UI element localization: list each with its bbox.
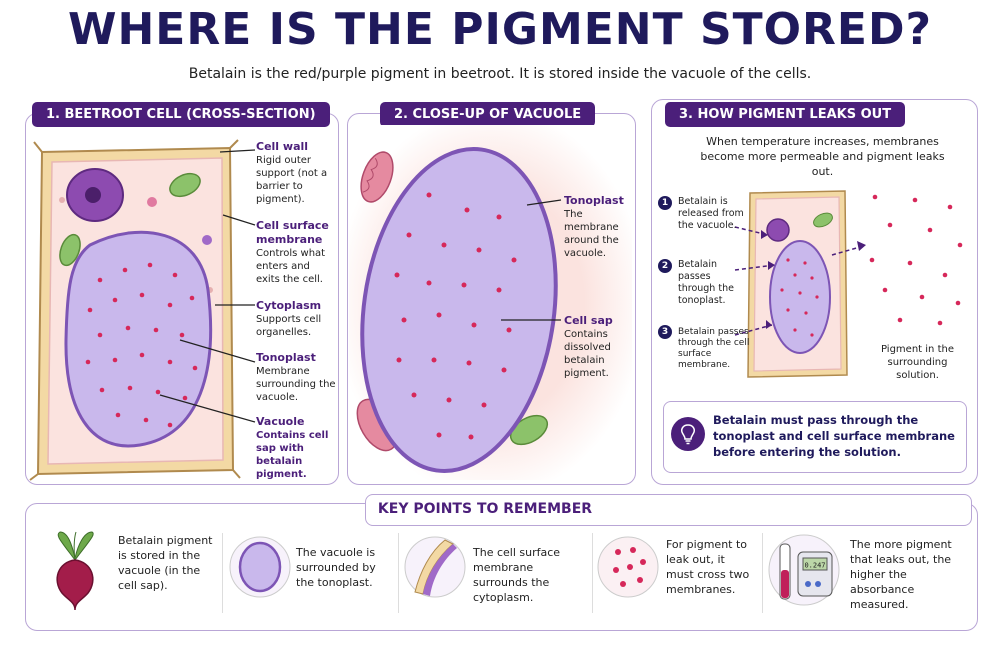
step-2-text: Betalain passes through the tonoplast. [678, 259, 734, 306]
closeup-pigment-dots [394, 192, 517, 440]
p3-intro: When temperature increases, membranes be… [700, 135, 945, 178]
kp-3-text: The cell surface membrane surrounds the … [473, 546, 561, 604]
lightbulb-icon [671, 417, 705, 451]
panel-3-badge: 3. HOW PIGMENT LEAKS OUT [665, 102, 906, 127]
step-3-number: 3 [658, 325, 672, 339]
panel-2-badge: 2. CLOSE-UP OF VACUOLE [380, 102, 596, 127]
key-points-title: KEY POINTS TO REMEMBER [377, 501, 593, 517]
step-3-text: Betalain passes through the cell surface… [678, 327, 750, 370]
beetroot-icon [56, 531, 94, 611]
kp-2-text: The vacuole is surrounded by the tonopla… [296, 546, 376, 589]
kp-divider [398, 533, 399, 613]
kp-1-text: Betalain pigment is stored in the vacuol… [118, 534, 213, 592]
step-1-number: 1 [658, 196, 672, 210]
kp-4-text: For pigment to leak out, it must cross t… [666, 538, 750, 596]
solution-label: Pigment in the surrounding solution. [881, 344, 954, 381]
note-text: Betalain must pass through the tonoplast… [713, 413, 955, 459]
membrane-icon [404, 536, 466, 598]
panel-1-badge: 1. BEETROOT CELL (CROSS-SECTION) [32, 102, 330, 127]
vacuole-closeup-diagram [349, 125, 632, 480]
step-1-text: Betalain is released from the vacuole. [678, 196, 744, 231]
pigment-dots-icon [597, 536, 659, 598]
note-box [663, 401, 967, 473]
page-subtitle: Betalain is the red/purple pigment in be… [188, 66, 812, 82]
kp-5-text: The more pigment that leaks out, the hig… [850, 538, 952, 611]
page-title: WHERE IS THE PIGMENT STORED? [67, 4, 933, 55]
kp-divider [222, 533, 223, 613]
colorimeter-icon: 0.247 [768, 534, 840, 606]
key-points-title-box [365, 494, 972, 526]
leaking-cell-diagram [734, 190, 963, 378]
kp-divider [592, 533, 593, 613]
kp-divider [762, 533, 763, 613]
meter-reading: 0.247 [804, 562, 825, 570]
step-2-number: 2 [658, 259, 672, 273]
vacuole-pigment-dots [85, 262, 198, 428]
beetroot-cell-diagram [29, 139, 256, 481]
solution-pigment-dots [869, 194, 963, 326]
vacuole-icon [229, 536, 291, 598]
